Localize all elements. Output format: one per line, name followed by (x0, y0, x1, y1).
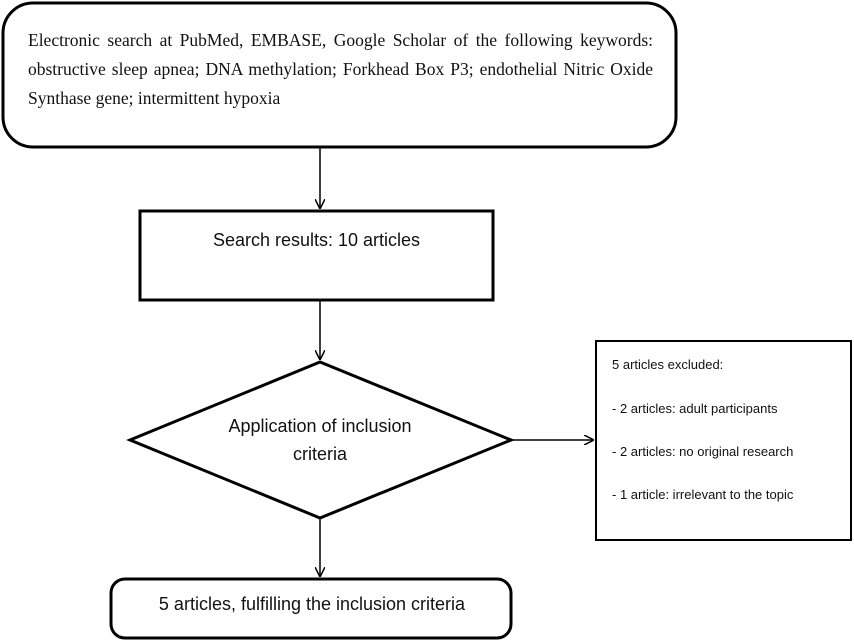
exclusion-box (595, 340, 852, 541)
criteria-diamond-text: Application of inclusion criteria (228, 416, 412, 464)
search-box-text: Electronic search at PubMed, EMBASE, Goo… (28, 30, 653, 108)
search-box (1, 1, 678, 149)
exclusion-heading: 5 articles excluded: (612, 357, 724, 372)
exclusion-item: - 2 articles: adult participants (612, 401, 778, 416)
exclusion-item: - 2 articles: no original research (612, 444, 794, 459)
results-box (138, 209, 495, 302)
results-box-text: Search results: 10 articles (212, 230, 421, 250)
final-box (109, 577, 513, 640)
final-box-text: 5 articles, fulfilling the inclusion cri… (158, 594, 466, 614)
exclusion-item: - 1 article: irrelevant to the topic (612, 487, 794, 502)
